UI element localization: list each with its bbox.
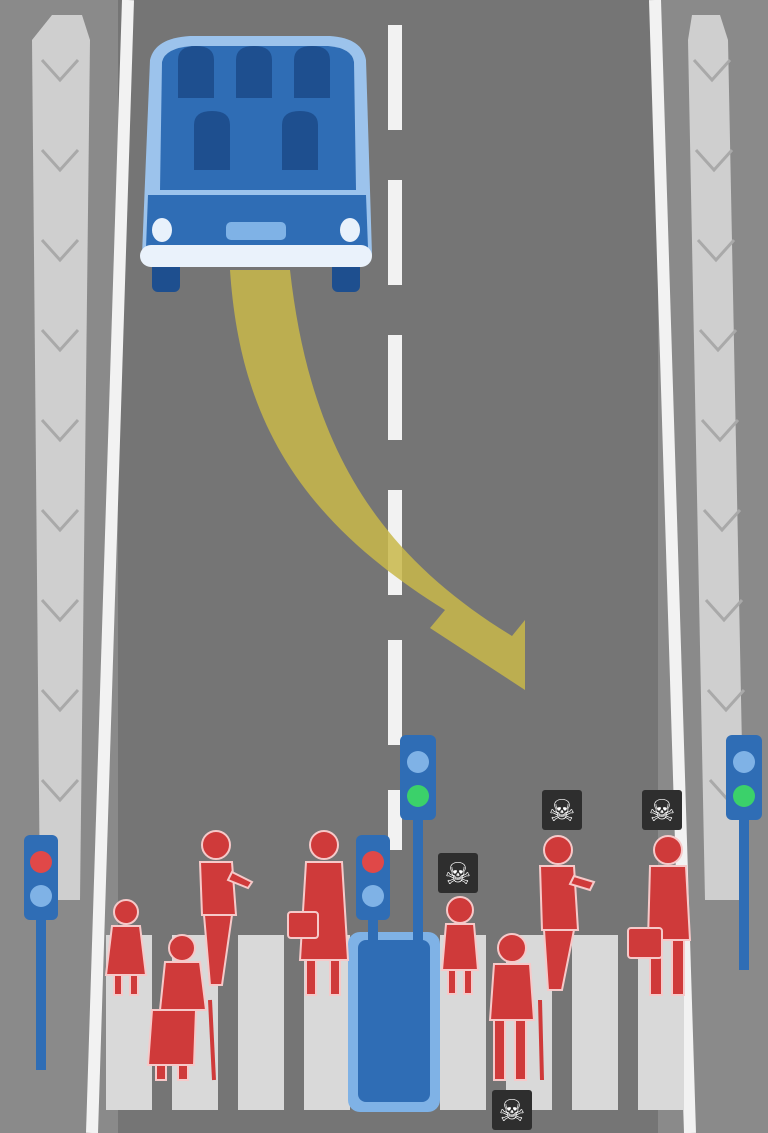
skull-icon: ☠ [549,794,576,829]
pedestrian-signal-icon [30,851,52,873]
skull-marker-male-runner: ☠ [542,790,582,830]
left-barrier [32,15,90,900]
skull-icon: ☠ [445,857,472,892]
pedestrian-signal-icon [733,785,755,807]
skull-marker-girl-right: ☠ [438,853,478,893]
autonomous-car-icon [140,36,372,292]
median-island [348,932,440,1112]
skull-marker-elderly-man: ☠ [492,1090,532,1130]
skull-marker-man-briefcase: ☠ [642,790,682,830]
pedestrian-signal-icon [362,851,384,873]
pedestrian-signal-icon [407,785,429,807]
skull-icon: ☠ [499,1094,526,1129]
skull-icon: ☠ [649,794,676,829]
